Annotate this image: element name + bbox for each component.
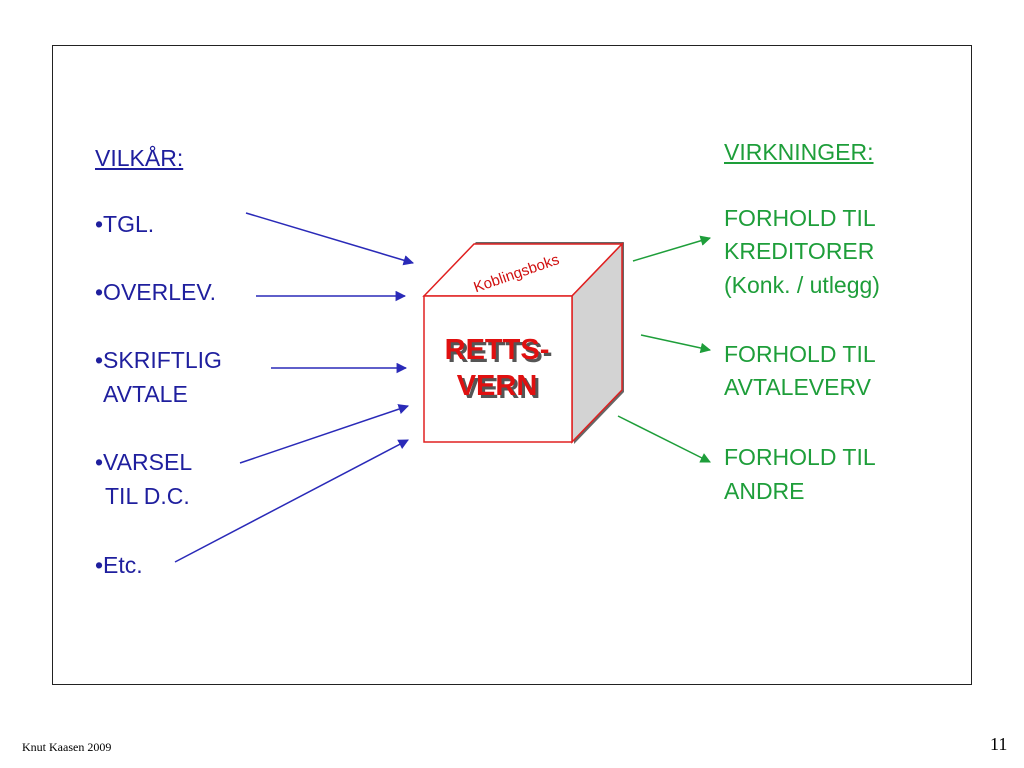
arrow-to-kreditorer [632, 235, 712, 262]
box-title-shadow-1: RETTS- [448, 337, 553, 369]
slide-frame [52, 45, 972, 685]
condition-item-overlev: •OVERLEV. [95, 279, 216, 305]
effect-konk-utlegg: (Konk. / utlegg) [724, 272, 880, 298]
box-front-face [423, 295, 573, 443]
footer-author: Knut Kaasen 2009 [22, 740, 112, 754]
effects-heading: VIRKNINGER: [724, 139, 874, 165]
arrow-etc [174, 439, 409, 563]
effect-andre: ANDRE [724, 478, 805, 504]
effect-forhold-til-2: FORHOLD TIL [724, 341, 876, 367]
condition-item-varsel: •VARSEL [95, 449, 193, 475]
arrow-varsel [239, 404, 409, 464]
box-title-line1: RETTS- [445, 334, 550, 366]
arrow-tgl [245, 212, 415, 266]
effect-forhold-til-1: FORHOLD TIL [724, 205, 876, 231]
effect-forhold-til-3: FORHOLD TIL [724, 444, 876, 470]
box-title-line2: VERN [457, 370, 538, 402]
condition-item-skriftlig: •SKRIFTLIG [95, 347, 222, 373]
condition-item-etc: •Etc. [95, 552, 143, 578]
effect-avtaleverv: AVTALEVERV [724, 374, 872, 400]
conditions-heading: VILKÅR: [95, 145, 184, 171]
condition-item-tgl: •TGL. [95, 211, 155, 237]
effect-kreditorer: KREDITORER [724, 238, 875, 264]
box-title-shadow-2: VERN [460, 373, 541, 405]
arrow-to-andre [617, 415, 711, 463]
arrow-to-avtaleverv [640, 334, 712, 354]
condition-item-til-dc: TIL D.C. [105, 483, 190, 509]
condition-item-avtale: AVTALE [103, 381, 188, 407]
page-number: 11 [990, 734, 1008, 754]
